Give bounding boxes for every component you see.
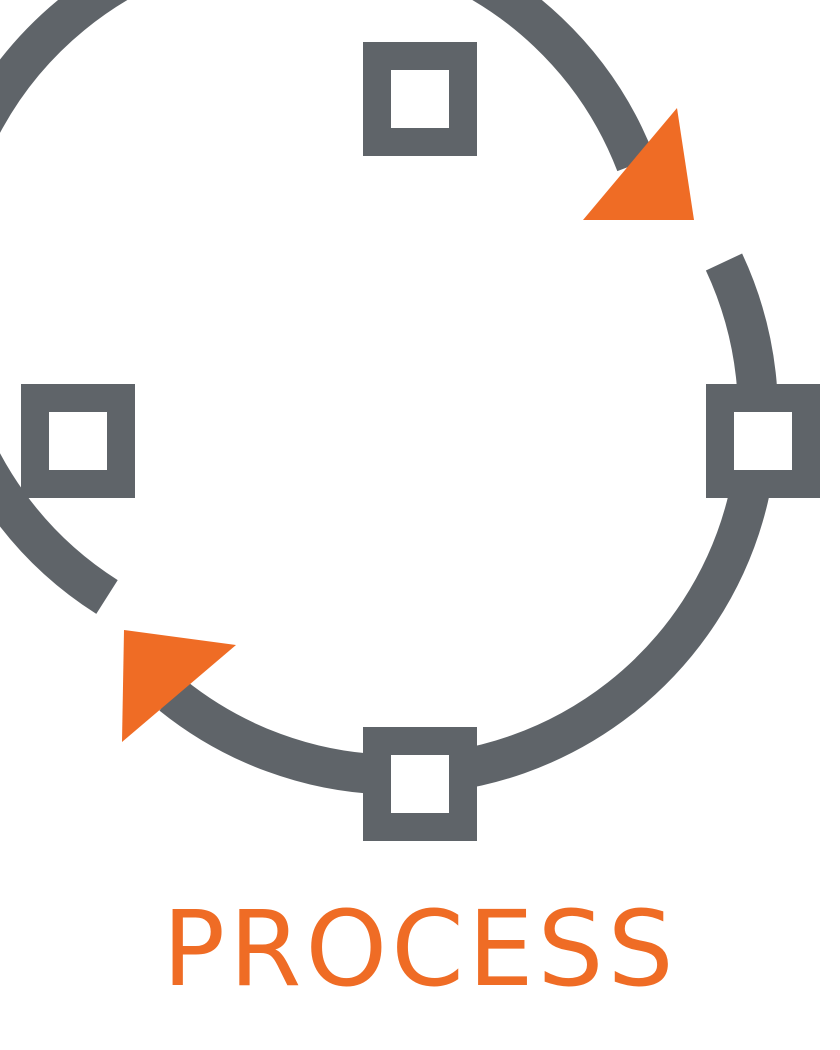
- top-node-square: [363, 42, 477, 156]
- bottom-node-square: [363, 727, 477, 841]
- caption-title: PROCESS: [162, 888, 678, 1010]
- lower-left-arrowhead: [122, 630, 236, 742]
- ring-arc-main: [0, 0, 655, 614]
- upper-right-arrowhead: [583, 108, 694, 220]
- left-node-square: [21, 384, 135, 498]
- right-node-square: [706, 384, 820, 498]
- ring-arc-lower: [159, 253, 779, 795]
